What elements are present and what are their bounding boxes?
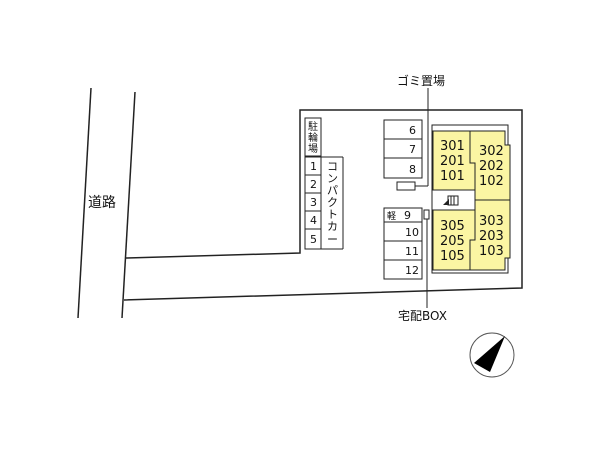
- garbage-box: [396, 181, 416, 191]
- parking-top: [383, 119, 423, 191]
- delivery-box: [423, 209, 430, 220]
- compact-car-char: カ: [327, 220, 338, 233]
- parking-number: 1: [310, 160, 317, 173]
- compact-car-char: パ: [327, 184, 338, 197]
- parking-number: 2: [310, 178, 317, 191]
- parking-number: 6: [409, 124, 416, 137]
- stairs-icon: [447, 195, 459, 206]
- parking-bottom: [383, 207, 430, 280]
- unit-number: 303: [479, 214, 504, 229]
- bicycle-parking-char: 場: [308, 142, 318, 155]
- unit-number: 201: [440, 154, 465, 169]
- compact-car-char: コ: [327, 160, 338, 173]
- parking-number: 10: [405, 226, 419, 239]
- light-car-label: 軽: [387, 211, 396, 222]
- compact-car-char: ー: [327, 233, 338, 246]
- garbage-label: ゴミ置場: [397, 73, 445, 88]
- parking-number: 9: [404, 209, 411, 222]
- north-arrow-icon: [469, 332, 515, 378]
- compact-car-char: ク: [327, 196, 338, 209]
- bicycle-parking-char: 輪: [308, 131, 318, 144]
- bicycle-parking: [304, 117, 322, 157]
- parking-number: 7: [409, 143, 416, 156]
- bicycle-parking-char: 駐: [308, 120, 318, 133]
- compact-car-char: ン: [327, 172, 338, 185]
- unit-number: 101: [440, 169, 465, 184]
- delivery-box-label: 宅配BOX: [398, 308, 447, 323]
- parking-left: [304, 156, 344, 250]
- parking-number: 4: [310, 214, 317, 227]
- parking-number: 11: [405, 245, 419, 258]
- parking-number: 8: [409, 163, 416, 176]
- unit-block: [469, 199, 511, 271]
- building: [431, 124, 511, 274]
- parking-number: 12: [405, 264, 419, 277]
- unit-number: 102: [479, 174, 504, 189]
- unit-number: 301: [440, 139, 465, 154]
- unit-number: 302: [479, 144, 504, 159]
- unit-number: 203: [479, 229, 504, 244]
- road-label: 道路: [88, 195, 116, 211]
- compact-car-char: ト: [327, 208, 338, 221]
- unit-number: 105: [440, 249, 465, 264]
- lot-boundary: [123, 109, 523, 301]
- parking-number: 3: [310, 196, 317, 209]
- unit-number: 202: [479, 159, 504, 174]
- unit-number: 205: [440, 234, 465, 249]
- unit-number: 103: [479, 244, 504, 259]
- road: [77, 87, 136, 319]
- unit-number: 305: [440, 219, 465, 234]
- parking-number: 5: [310, 233, 317, 246]
